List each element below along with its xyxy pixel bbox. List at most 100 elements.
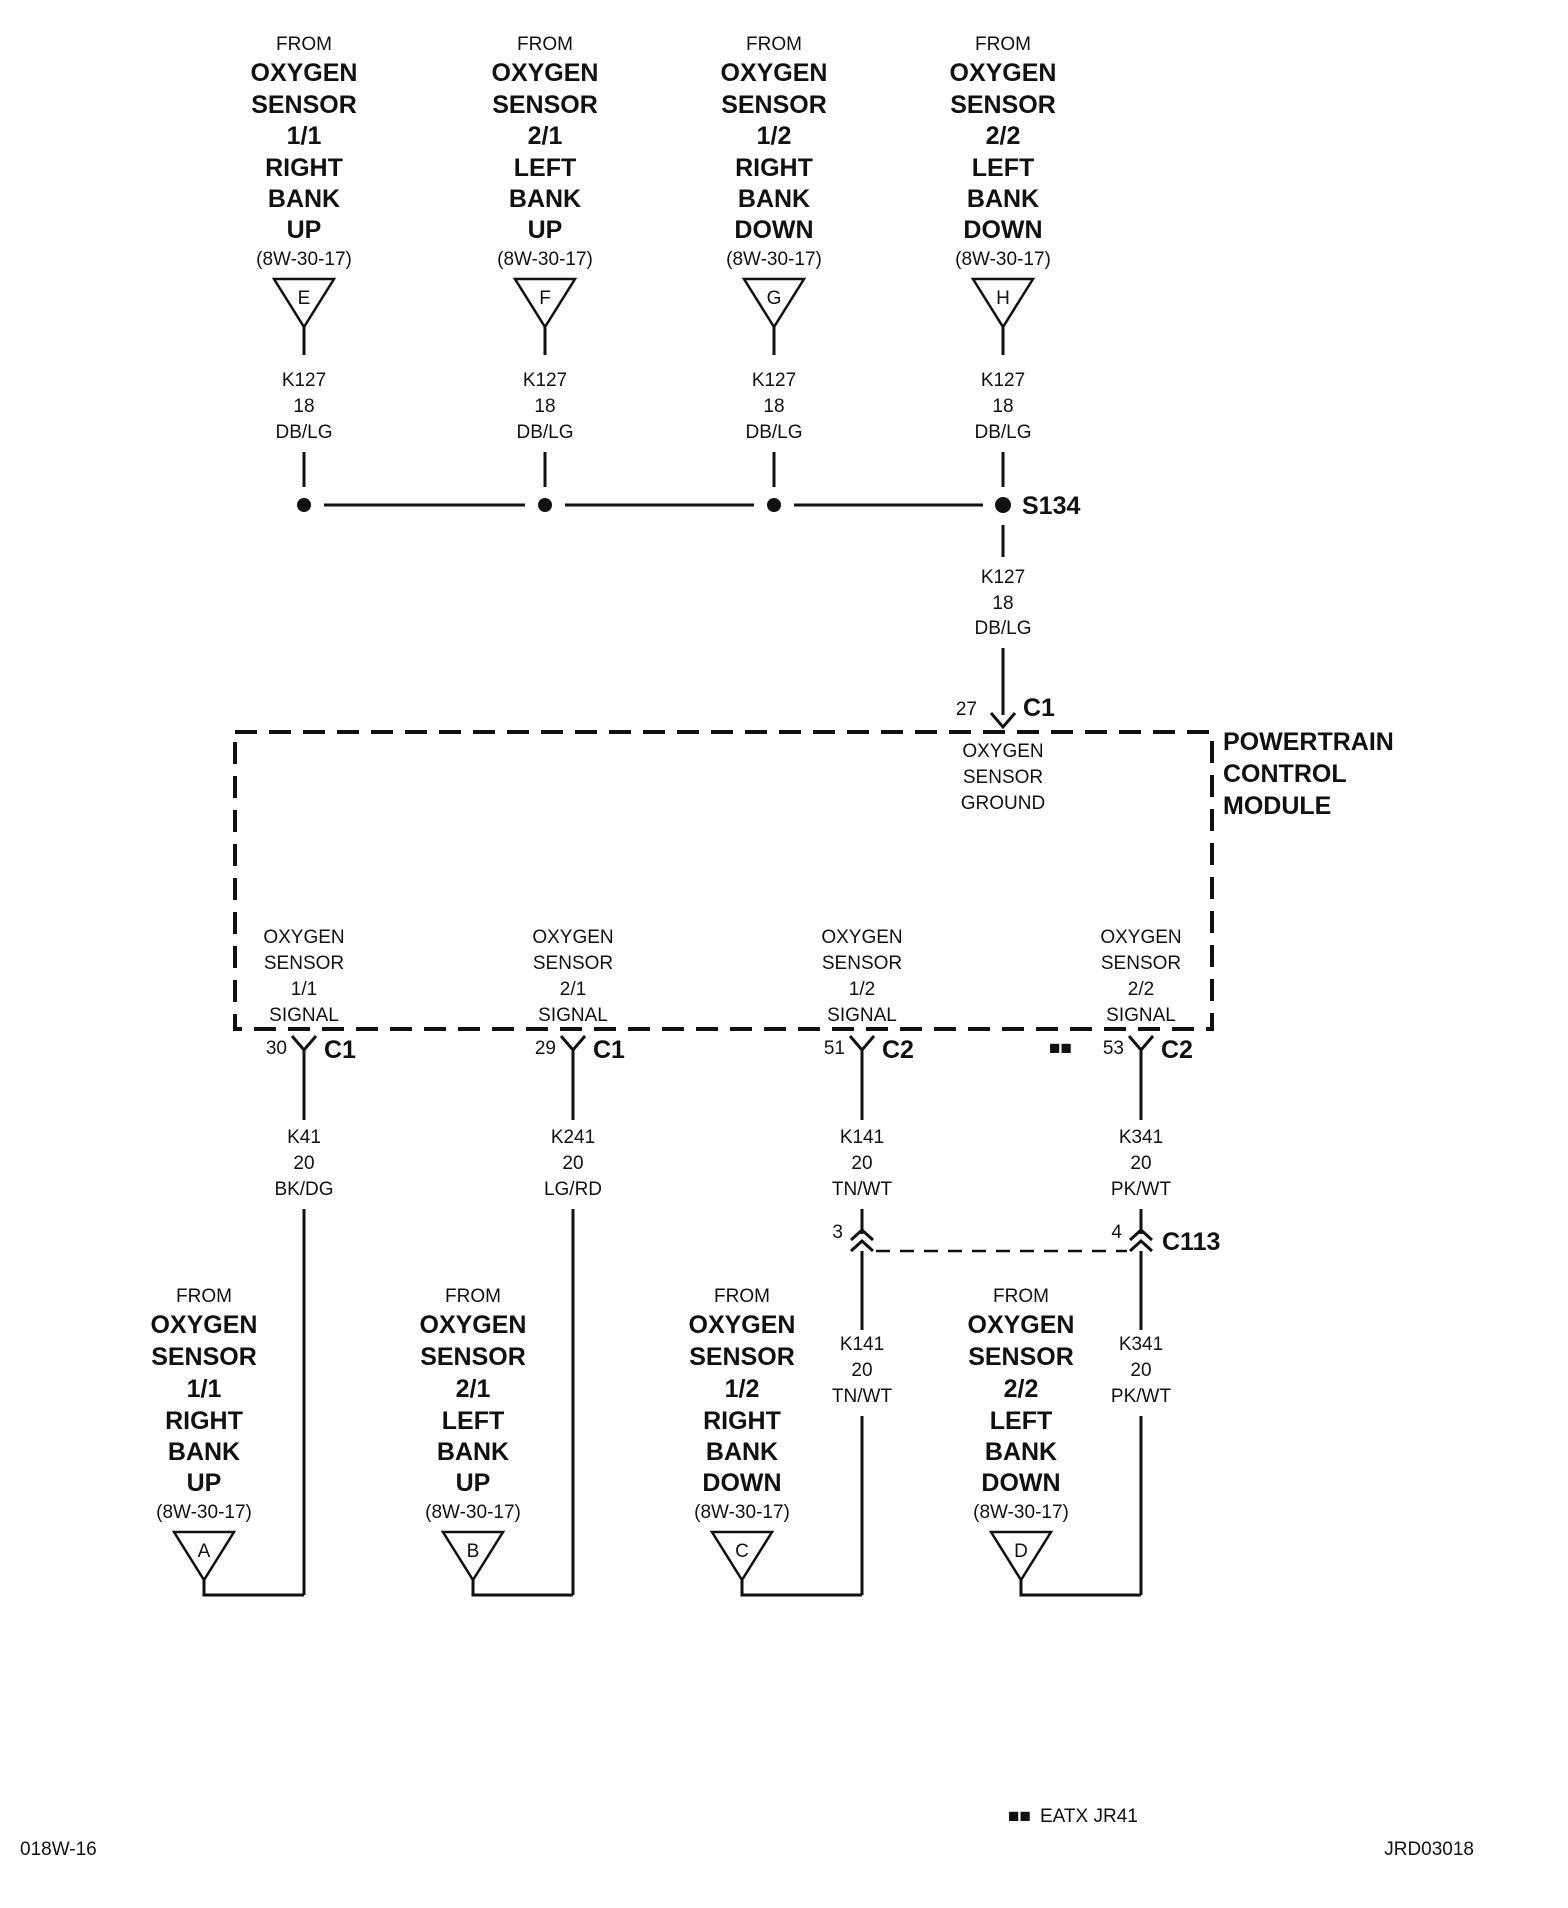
signal-1: OXYGEN SENSOR 1/1 SIGNAL 30 C1 K41 20 BK… [263,927,356,1595]
bottom-source-2-ref: (8W-30-17) [425,1502,521,1523]
signal-3-pin: 51 [824,1038,845,1059]
bottom-source-3-line1: OXYGEN [689,1311,796,1339]
top-source-1-ref: (8W-30-17) [256,249,352,270]
top-wire-2-junction [538,498,552,512]
top-source-4-line5: BANK [967,185,1039,213]
top-source-3-line6: DOWN [734,216,813,244]
top-wire-3-gauge: 18 [763,396,784,417]
signal-1-wire-color: BK/DG [274,1179,333,1200]
bottom-source-3-line3: 1/2 [725,1375,760,1403]
signal-1-label-line3: 1/1 [291,979,317,1000]
bottom-source-4-line1: OXYGEN [968,1311,1075,1339]
top-source-4-from: FROM [975,34,1031,55]
signal-1-label-line2: SENSOR [264,953,344,974]
c113-right-upper-chevron [1128,1227,1154,1242]
top-source-4-line6: DOWN [963,216,1042,244]
signal-4-connector-symbol [1127,1035,1155,1053]
top-wire-2-color: DB/LG [516,422,573,443]
top-source-2-letter: F [539,288,551,309]
ground-pin-connector: C1 [1023,694,1055,722]
bottom-source-1-line2: SENSOR [151,1343,257,1371]
bottom-source-4-line5: BANK [985,1438,1057,1466]
signal-4-label-line1: OXYGEN [1100,927,1181,948]
bottom-source-1-ref: (8W-30-17) [156,1502,252,1523]
top-source-2-line4: LEFT [514,154,577,182]
bottom-source-2: FROM OXYGEN SENSOR 2/1 LEFT BANK UP (8W-… [420,1286,573,1597]
top-source-2-line1: OXYGEN [492,59,599,87]
signal-3-wire-color: TN/WT [832,1179,893,1200]
splice-s134: S134 K127 18 DB/LG [324,492,1080,715]
c113-lower-right-wire-code: K341 [1119,1334,1163,1355]
top-wire-1-gauge: 18 [293,396,314,417]
c113-lower-right-wire-gauge: 20 [1130,1360,1151,1381]
top-source-2-from: FROM [517,34,573,55]
inline-connector-c113: 3 4 C113 K141 20 TN/WT K341 20 PK/WT [832,1222,1220,1595]
top-source-2-line6: UP [528,216,563,244]
signal-1-wire-code: K41 [287,1127,321,1148]
pcm-dashed-outline [233,730,1214,1031]
signal-4-connector: C2 [1161,1036,1193,1064]
top-source-1-line2: SENSOR [251,91,357,119]
bottom-source-4-letter: D [1014,1541,1028,1562]
bottom-source-2-line4: LEFT [442,1407,505,1435]
pcm-module: POWERTRAIN CONTROL MODULE [233,728,1394,1031]
top-source-4-line1: OXYGEN [950,59,1057,87]
bottom-source-3-line6: DOWN [702,1469,781,1497]
signal-3: OXYGEN SENSOR 1/2 SIGNAL 51 C2 K141 20 T… [821,927,914,1234]
top-source-1: FROM OXYGEN SENSOR 1/1 RIGHT BANK UP (8W… [251,34,357,512]
bottom-source-1-line6: UP [187,1469,222,1497]
top-source-3-line5: BANK [738,185,810,213]
top-source-1-line6: UP [287,216,322,244]
signal-2-wire-code: K241 [551,1127,595,1148]
bottom-source-3-letter: C [735,1541,749,1562]
signal-4-label-line3: 2/2 [1128,979,1154,1000]
c113-label: C113 [1162,1228,1220,1256]
signal-1-connector-symbol [290,1035,318,1053]
top-wire-2-gauge: 18 [534,396,555,417]
signal-2-label-line2: SENSOR [533,953,613,974]
signal-3-label-line2: SENSOR [822,953,902,974]
top-source-4-line3: 2/2 [986,122,1021,150]
bottom-source-2-line2: SENSOR [420,1343,526,1371]
c113-right-lower-chevron [1128,1238,1154,1253]
module-name-line3: MODULE [1223,792,1331,820]
c113-left-upper-chevron [849,1227,875,1242]
signal-4-label-line4: SIGNAL [1106,1005,1176,1026]
top-source-3-letter: G [767,288,782,309]
bottom-source-1-line4: RIGHT [165,1407,243,1435]
signal-3-label-line4: SIGNAL [827,1005,897,1026]
top-source-3-line3: 1/2 [757,122,792,150]
top-source-2-line2: SENSOR [492,91,598,119]
top-source-1-triangle [271,277,337,330]
splice-wire-color: DB/LG [974,618,1031,639]
bottom-source-2-triangle [440,1530,506,1583]
signal-4-marker: ■■ [1049,1038,1072,1059]
bottom-source-4-from: FROM [993,1286,1049,1307]
module-name-line2: CONTROL [1223,760,1347,788]
top-source-3-from: FROM [746,34,802,55]
top-wire-3-code: K127 [752,370,796,391]
signal-2-wire-color: LG/RD [544,1179,602,1200]
top-source-4-triangle [970,277,1036,330]
top-source-1-line3: 1/1 [287,122,322,150]
signal-4-pin: 53 [1103,1038,1124,1059]
ground-pin-number: 27 [956,699,977,720]
signal-4-wire-code: K341 [1119,1127,1163,1148]
splice-wire-gauge: 18 [992,593,1013,614]
top-wire-4-gauge: 18 [992,396,1013,417]
top-source-3-line4: RIGHT [735,154,813,182]
signal-3-label-line3: 1/2 [849,979,875,1000]
top-wire-1-junction [297,498,311,512]
top-source-2: FROM OXYGEN SENSOR 2/1 LEFT BANK UP (8W-… [492,34,599,512]
c113-left-lower-chevron [849,1238,875,1253]
bottom-source-1: FROM OXYGEN SENSOR 1/1 RIGHT BANK UP (8W… [151,1286,304,1597]
ground-pin-label-line2: SENSOR [963,767,1043,788]
splice-wire-code: K127 [981,567,1025,588]
bottom-source-4-line3: 2/2 [1004,1375,1039,1403]
signal-3-connector-symbol [848,1035,876,1053]
top-source-3-ref: (8W-30-17) [726,249,822,270]
top-source-2-line3: 2/1 [528,122,563,150]
bottom-source-2-line1: OXYGEN [420,1311,527,1339]
c113-lower-left-wire-gauge: 20 [851,1360,872,1381]
signal-2-wire-gauge: 20 [562,1153,583,1174]
